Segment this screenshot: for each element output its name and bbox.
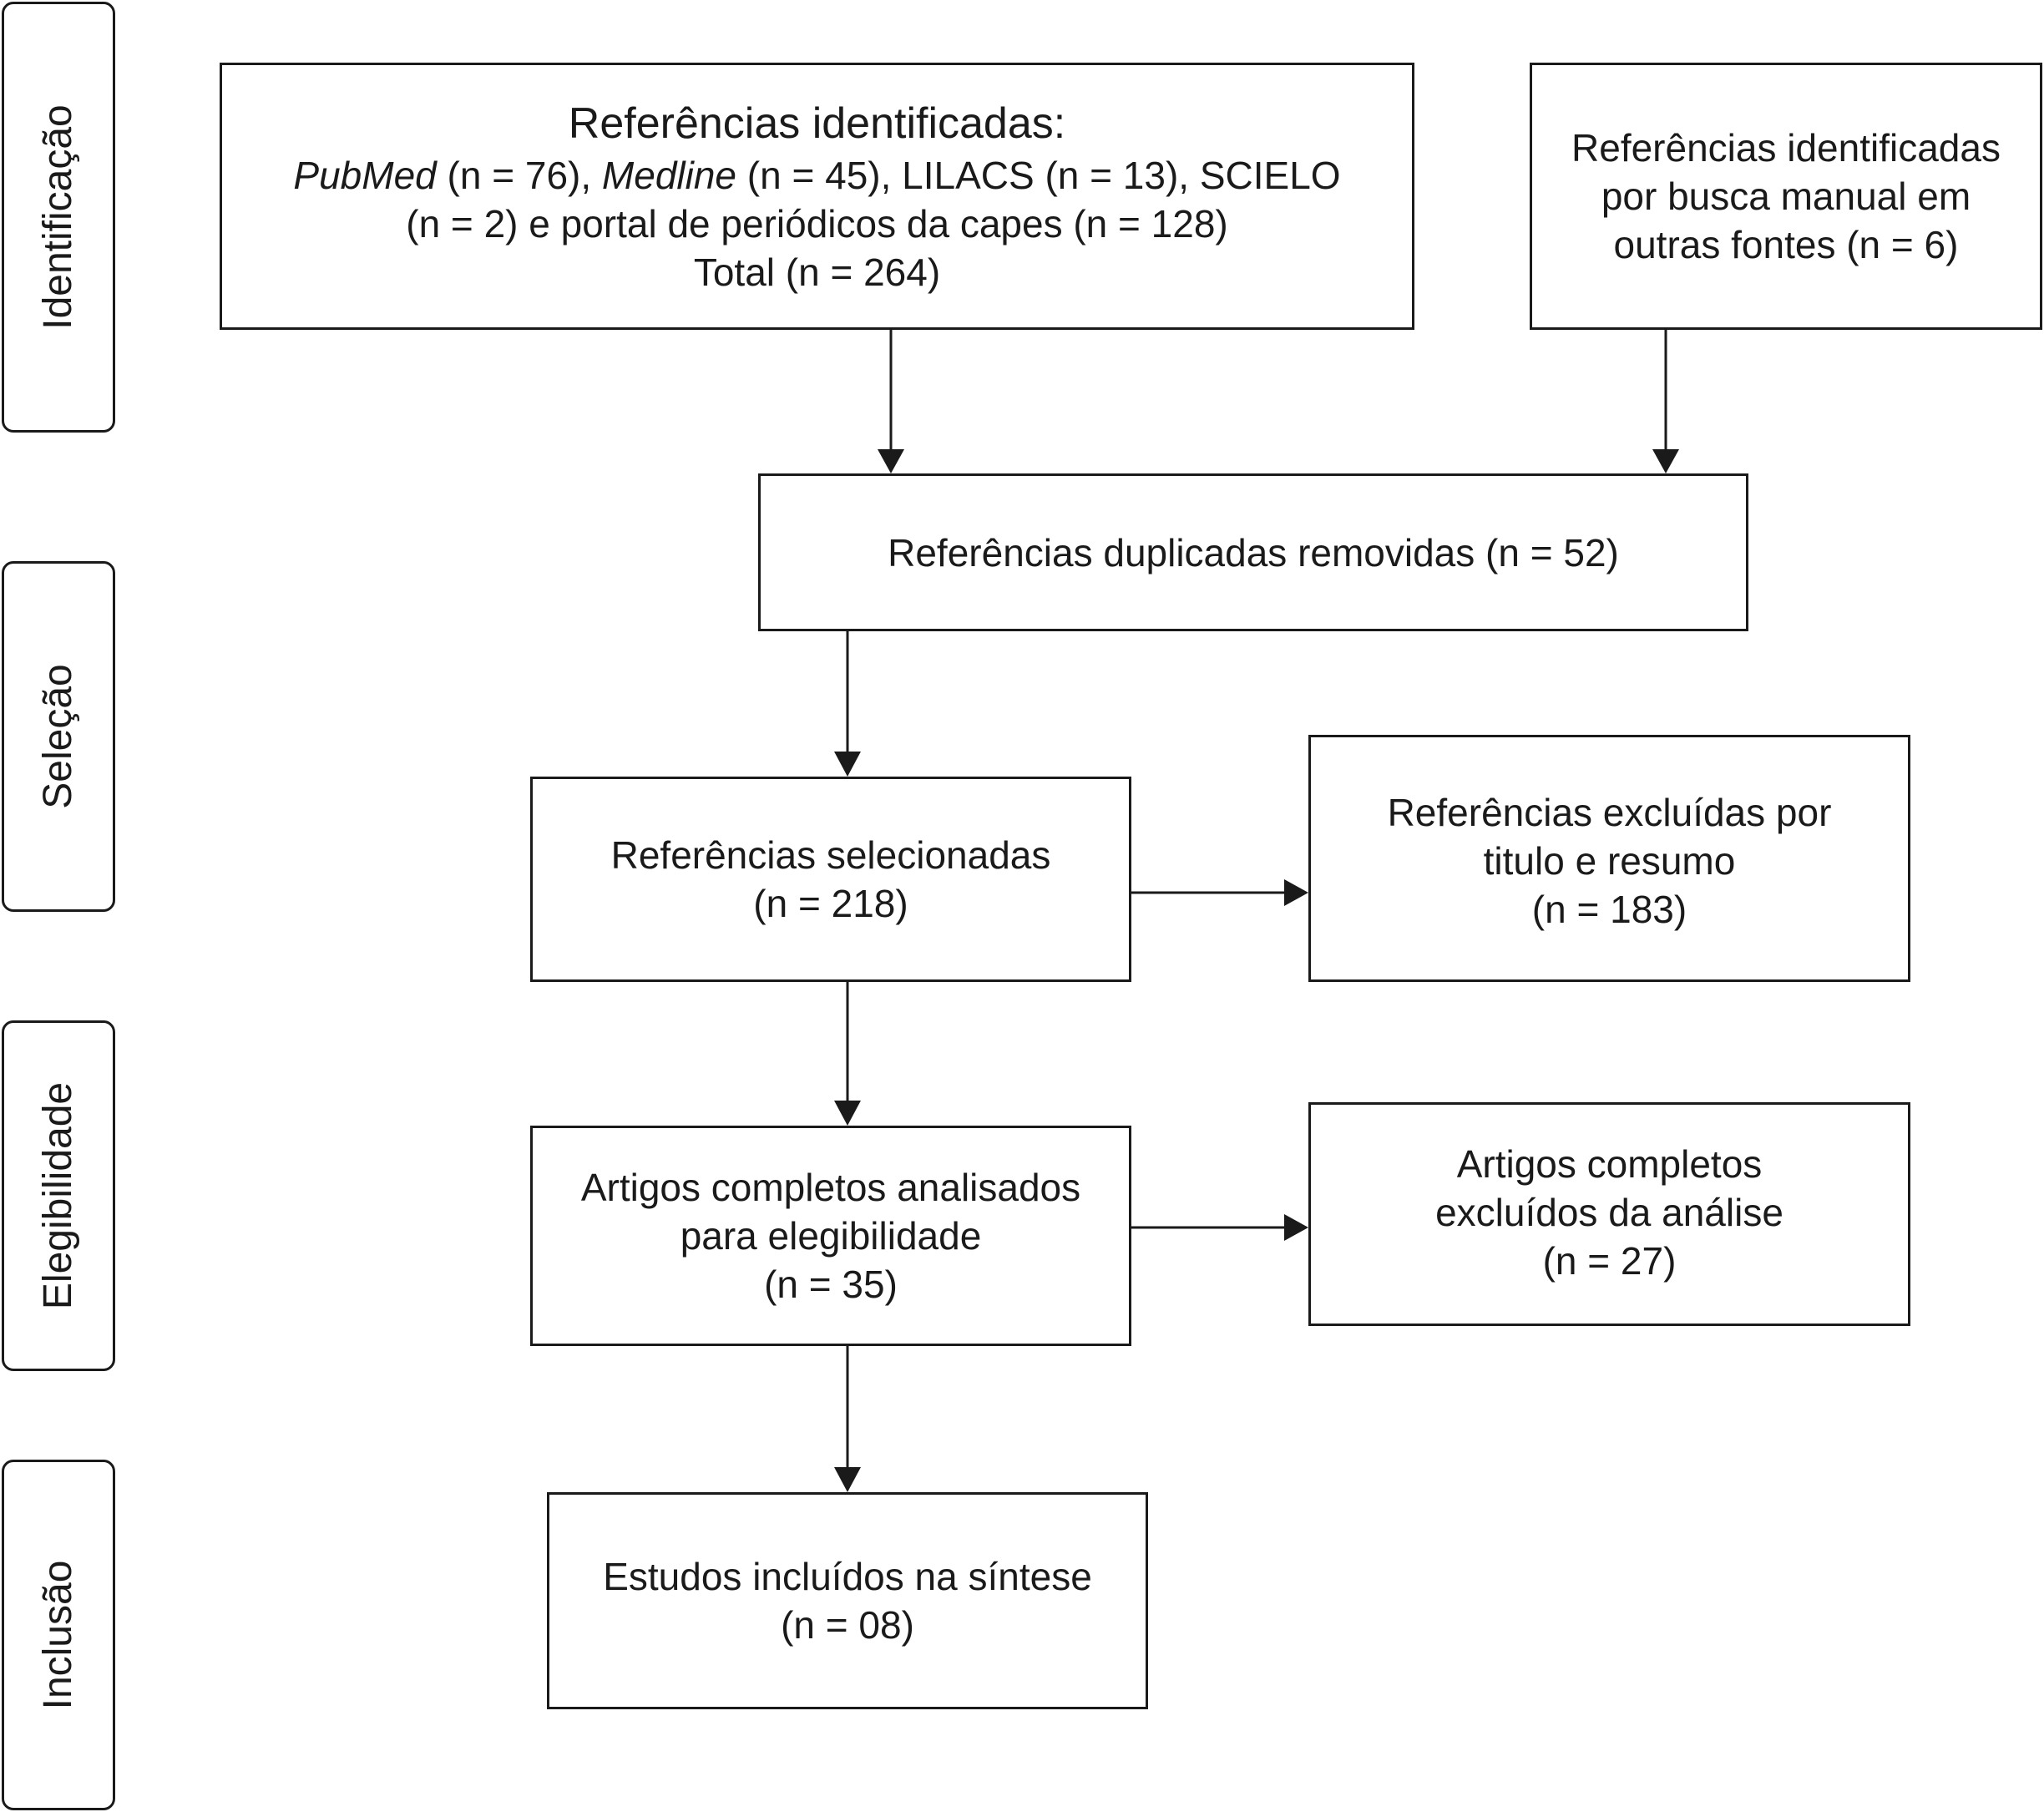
box-excluded-title-abstract: Referências excluídas por titulo e resum… [1308, 735, 1910, 982]
arrowhead-duplicates [834, 752, 861, 777]
phase-inclusao-label: Inclusão [36, 1560, 80, 1710]
phase-selecao-label: Seleção [36, 664, 80, 809]
phase-elegibilidade: Elegibilidade [2, 1020, 115, 1371]
included-line-1: Estudos incluídos na síntese [603, 1555, 1092, 1598]
box-fulltext-assessed: Artigos completos analisados para elegib… [530, 1126, 1131, 1346]
box-fulltext-excluded: Artigos completos excluídos da análise (… [1308, 1102, 1910, 1326]
fulltext-line-1: Artigos completos analisados [580, 1166, 1081, 1209]
arrowhead-fulltext [834, 1101, 861, 1126]
box-identified-references: Referências identificadas: PubMed (n = 7… [220, 63, 1414, 330]
arrowhead-included [834, 1467, 861, 1492]
box-selected-references: Referências selecionadas (n = 218) [530, 777, 1131, 982]
included-count: (n = 08) [781, 1603, 914, 1647]
phase-selecao: Seleção [2, 561, 115, 912]
phase-identificacao: Identificação [2, 2, 115, 433]
sources-rest: (n = 45), LILACS (n = 13), SCIELO [736, 154, 1341, 197]
identified-total: Total (n = 264) [693, 251, 941, 294]
phase-elegibilidade-label: Elegibilidade [36, 1081, 80, 1310]
excluded-full-line-1: Artigos completos [1456, 1142, 1763, 1186]
box-duplicates-removed: Referências duplicadas removidas (n = 52… [758, 473, 1748, 631]
excluded-title-line-1: Referências excluídas por [1387, 791, 1832, 834]
manual-line-2: por busca manual em [1601, 175, 1971, 218]
excluded-full-count: (n = 27) [1542, 1239, 1677, 1283]
arrowhead-excluded-title [1284, 879, 1308, 906]
arrowhead-excluded-full [1284, 1214, 1308, 1241]
pubmed-name: PubMed [293, 154, 437, 197]
duplicates-text: Referências duplicadas removidas (n = 52… [888, 530, 1619, 574]
arrowhead-identified [878, 449, 904, 473]
fulltext-line-2: para elegibilidade [680, 1214, 982, 1258]
phase-identificacao-label: Identificação [36, 104, 80, 330]
excluded-full-line-2: excluídos da análise [1435, 1191, 1783, 1234]
medline-name: Medline [601, 154, 737, 197]
excluded-title-count: (n = 183) [1531, 888, 1687, 931]
arrowhead-manual [1652, 449, 1679, 473]
box-manual-search: Referências identificadas por busca manu… [1530, 63, 2042, 330]
excluded-title-line-2: titulo e resumo [1483, 839, 1736, 883]
selected-count: (n = 218) [753, 882, 908, 925]
fulltext-count: (n = 35) [764, 1263, 898, 1306]
identified-sources-line: PubMed (n = 76), Medline (n = 45), LILAC… [293, 151, 1340, 200]
box-included-studies: Estudos incluídos na síntese (n = 08) [547, 1492, 1148, 1709]
identified-title: Referências identificadas: [568, 99, 1066, 148]
manual-line-3: outras fontes (n = 6) [1613, 223, 1959, 266]
phase-inclusao: Inclusão [2, 1460, 115, 1810]
manual-line-1: Referências identificadas [1571, 126, 2001, 170]
selected-line-1: Referências selecionadas [610, 833, 1051, 877]
identified-portal-line: (n = 2) e portal de periódicos da capes … [406, 202, 1228, 245]
pubmed-count: (n = 76), [436, 154, 602, 197]
